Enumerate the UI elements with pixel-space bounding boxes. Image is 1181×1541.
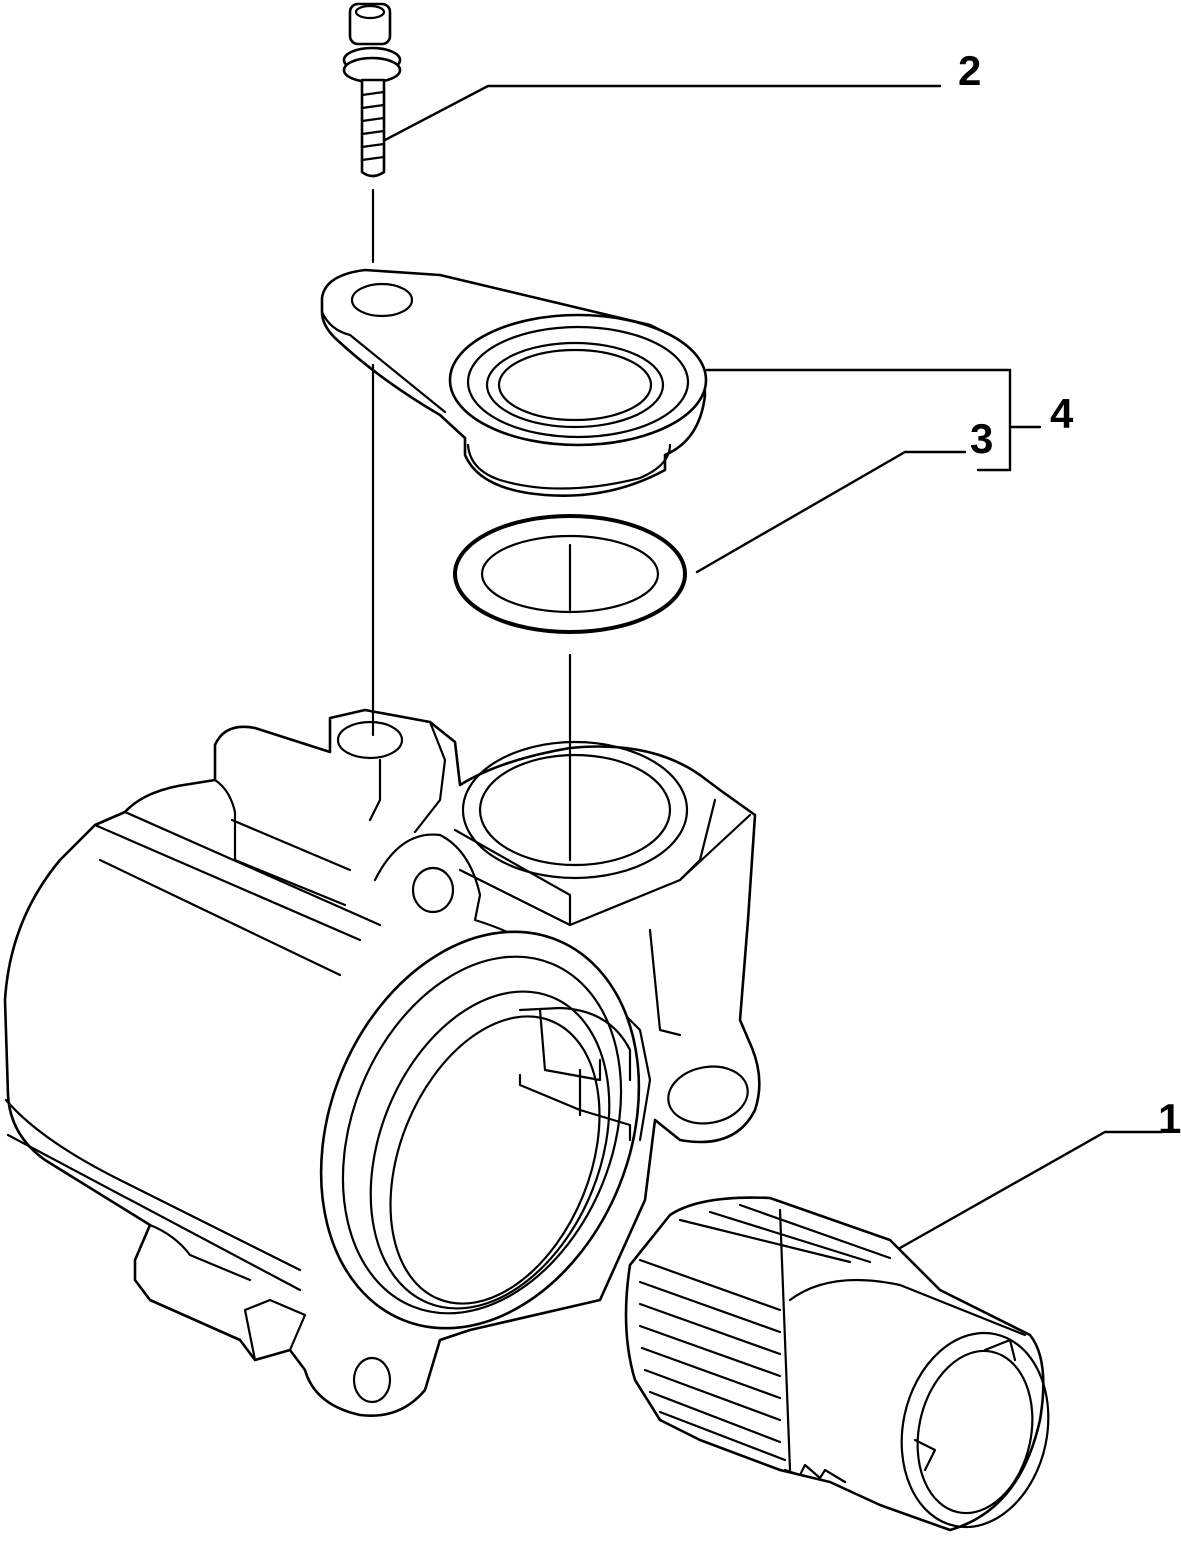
leader-3 xyxy=(695,450,967,574)
callout-1: 1 xyxy=(1158,1095,1181,1142)
assembly-lines xyxy=(371,188,572,862)
leader-2 xyxy=(383,84,942,142)
leader-lines xyxy=(383,84,1164,1250)
housing xyxy=(3,708,761,1417)
driven-gear xyxy=(624,1196,1050,1532)
cover-plate xyxy=(320,268,708,497)
o-ring xyxy=(453,514,687,634)
leader-4 xyxy=(705,368,1012,472)
callout-4: 4 xyxy=(1050,390,1074,437)
leader-1 xyxy=(898,1130,1164,1250)
screw xyxy=(342,2,402,178)
callout-3: 3 xyxy=(970,415,994,462)
callout-2: 2 xyxy=(958,47,982,94)
